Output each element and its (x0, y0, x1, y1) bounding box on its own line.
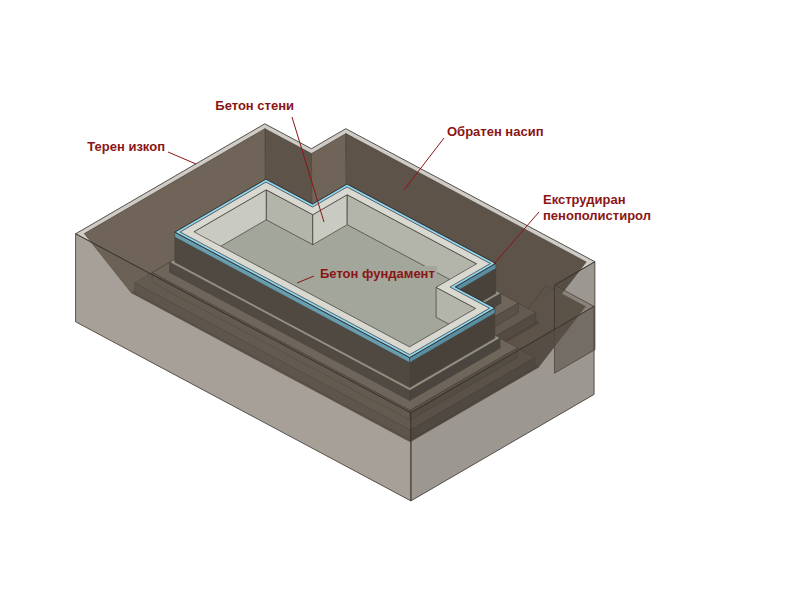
leader-line (493, 212, 539, 265)
part-label: Обратен насип (447, 124, 544, 140)
leader-line (292, 117, 324, 222)
part-label: Екструдиран пенополистирол (543, 192, 651, 224)
leader-lines (168, 117, 539, 283)
part-label: Бетон стени (215, 98, 294, 114)
leader-line (404, 138, 444, 190)
part-label: Терен изкоп (87, 139, 165, 155)
leader-line (297, 276, 314, 283)
part-label: Бетон фундамент (318, 266, 437, 282)
terrain-face (411, 306, 594, 501)
leader-line (168, 152, 196, 164)
pit-model (76, 124, 595, 501)
